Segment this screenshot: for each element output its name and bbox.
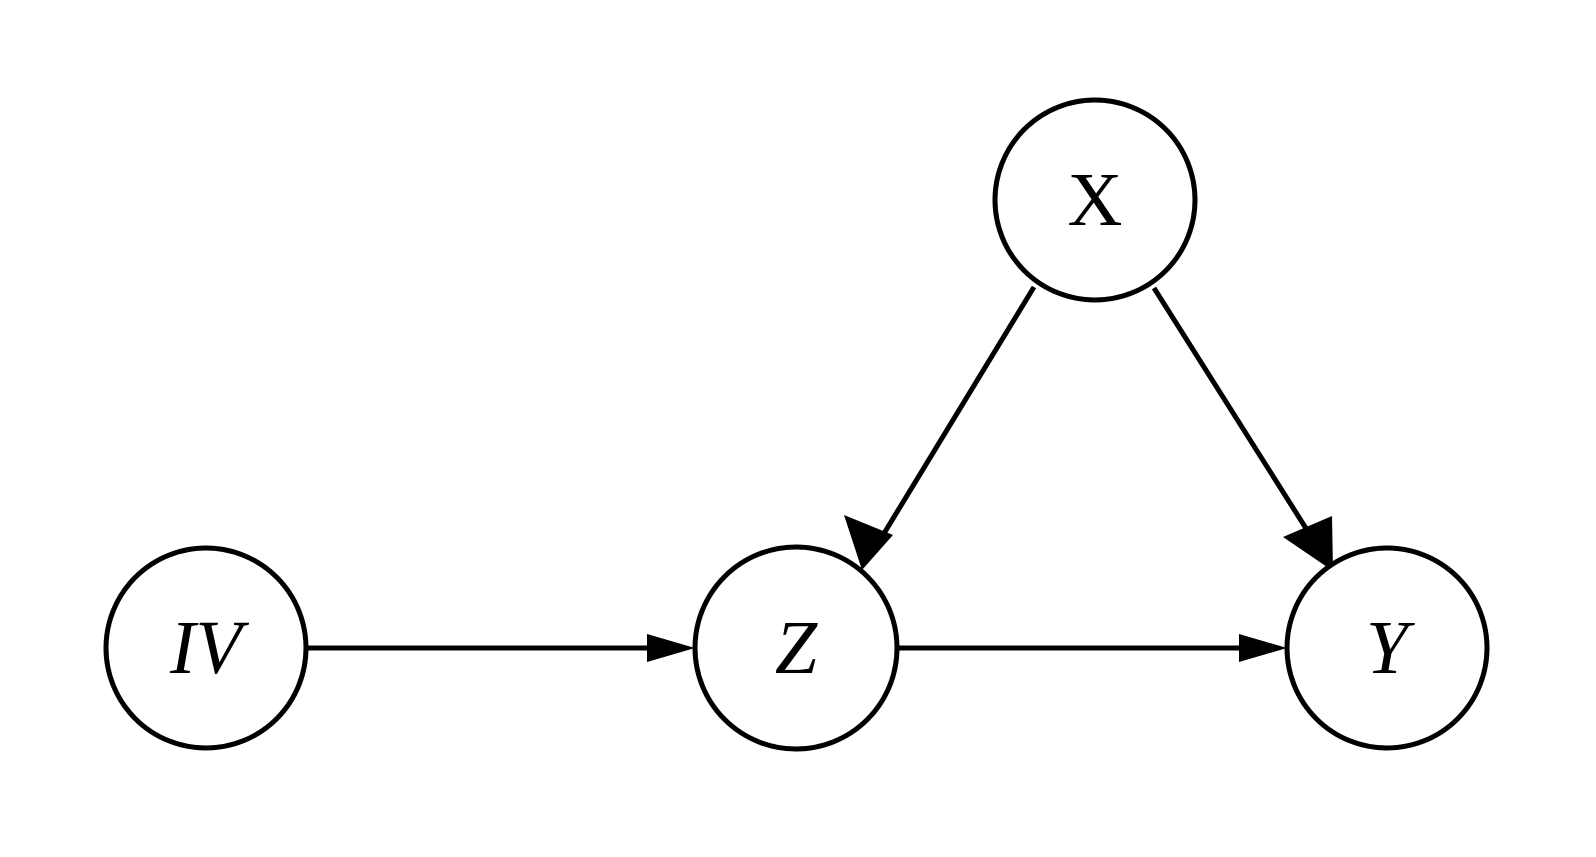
edge-z-to-y-arrowhead [1239, 634, 1287, 662]
edge-z-to-y [897, 634, 1287, 662]
edge-x-to-y-arrowhead [1283, 516, 1333, 571]
node-y-label: Y [1366, 606, 1416, 690]
node-iv-circle[interactable] [103, 545, 309, 751]
edge-iv-to-z [306, 634, 695, 662]
edge-x-to-y [1151, 286, 1333, 571]
node-iv-label: IV [169, 606, 249, 690]
edge-x-to-z-line [877, 285, 1037, 542]
node-group: IV Z Y X [103, 97, 1490, 752]
node-x-circle[interactable] [992, 97, 1198, 303]
node-x[interactable]: X [992, 97, 1198, 303]
edge-group [306, 285, 1333, 662]
edge-x-to-z [844, 285, 1037, 570]
node-iv[interactable]: IV [103, 545, 309, 751]
node-z[interactable]: Z [692, 544, 900, 752]
edge-x-to-y-line [1151, 286, 1317, 543]
node-x-label: X [1068, 158, 1123, 242]
node-z-label: Z [775, 606, 818, 690]
node-z-circle[interactable] [692, 544, 900, 752]
edge-iv-to-z-arrowhead [647, 634, 695, 662]
node-y[interactable]: Y [1284, 545, 1490, 751]
node-y-circle[interactable] [1284, 545, 1490, 751]
edge-x-to-z-arrowhead [844, 515, 893, 570]
